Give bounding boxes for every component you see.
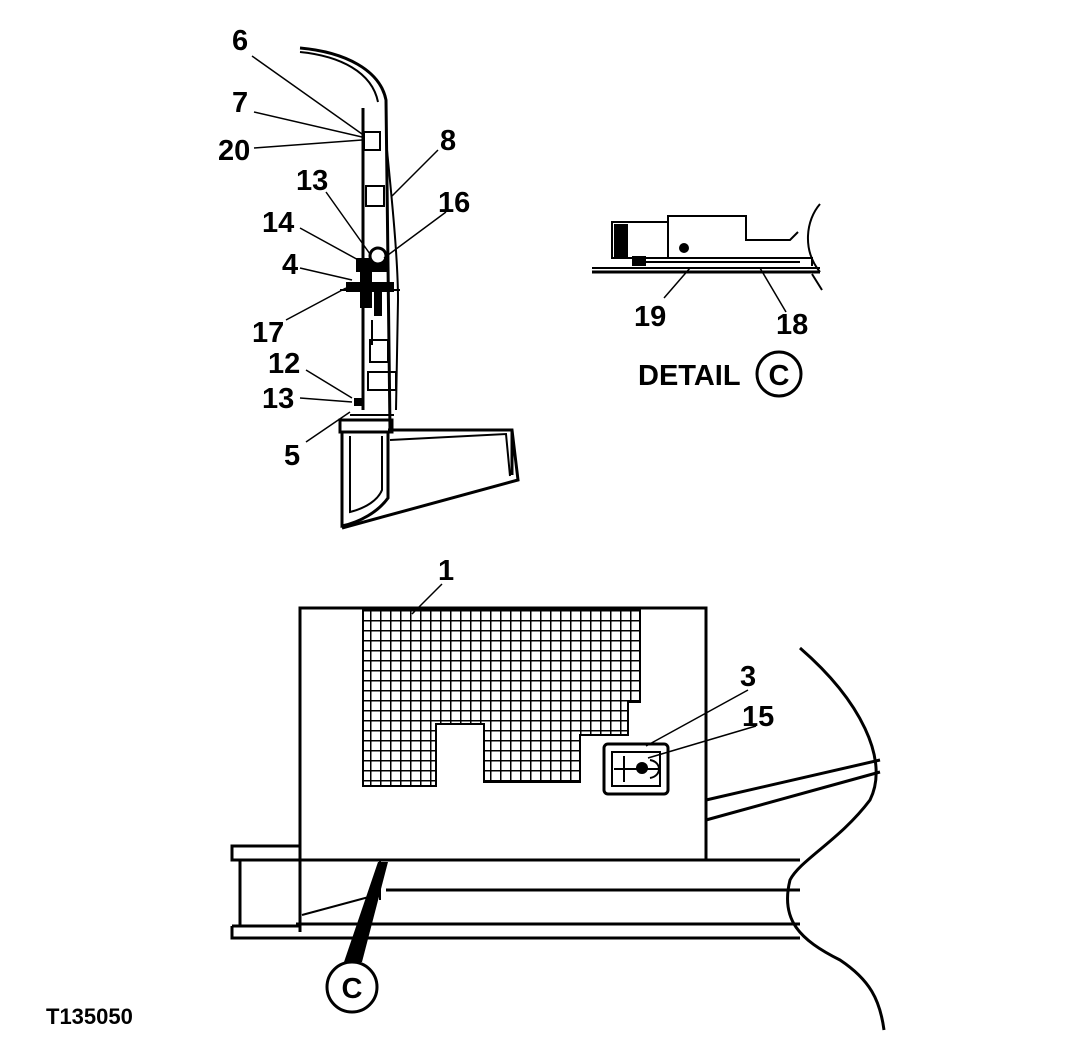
side-view-assembly [299,46,520,530]
callout-16: 16 [438,187,470,219]
callout-5: 5 [284,440,300,472]
panel-1 [298,606,708,862]
front-view-leaders [411,583,757,759]
detail-letter-circle [755,350,803,398]
callout-12: 12 [268,348,300,380]
callout-17: 17 [252,317,284,349]
mounting-hardware [340,246,400,345]
detail-label: DETAIL [638,360,741,392]
figure-id: T135050 [46,1004,133,1029]
callout-15: 15 [742,701,774,733]
callout-20: 20 [218,135,250,167]
detail-c-view [592,203,823,313]
view-marker-c [325,862,388,1014]
callout-7: 7 [232,87,248,119]
grid-mat [362,609,641,787]
callout-1: 1 [438,555,454,587]
callout-14: 14 [262,207,294,239]
callout-19: 19 [634,301,666,333]
callout-13-upper: 13 [296,165,328,197]
callout-13-lower: 13 [262,383,294,415]
callout-4: 4 [282,249,298,281]
side-view-leaders [251,55,447,443]
detail-letter: C [769,360,790,392]
callout-3: 3 [740,661,756,693]
callout-18: 18 [776,309,808,341]
front-view-assembly [230,606,886,1031]
view-marker-letter: C [342,973,363,1005]
latch-assembly [602,742,670,796]
callout-6: 6 [232,25,248,57]
callout-8: 8 [440,125,456,157]
cover-outline [299,46,392,431]
lower-bin [338,418,520,530]
